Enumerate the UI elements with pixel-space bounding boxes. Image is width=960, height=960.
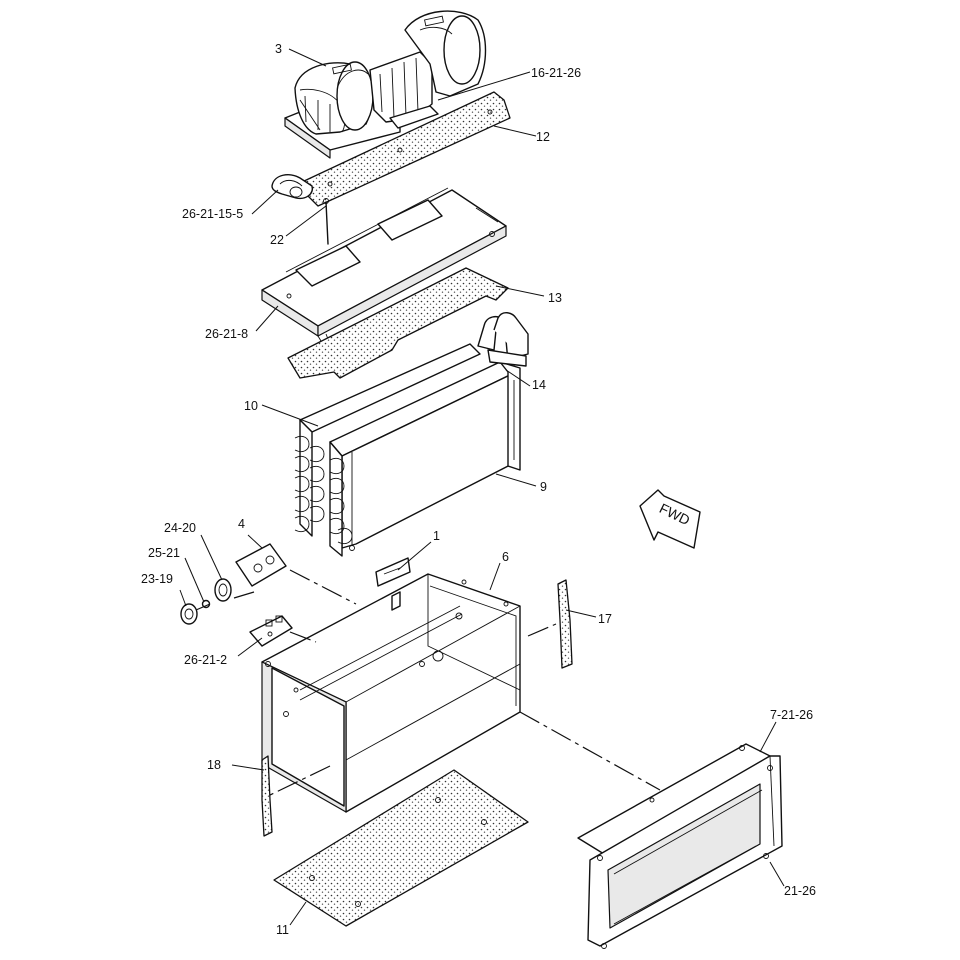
switch-26-21-2 <box>249 615 293 647</box>
control-knobs <box>180 578 232 625</box>
callout-3: 3 <box>275 42 282 56</box>
callout-labels: 3 16-21-26 12 26-21-15-5 22 13 26-21-8 1… <box>141 42 816 937</box>
callout-21-26: 21-26 <box>784 884 816 898</box>
callout-7-21-26: 7-21-26 <box>770 708 813 722</box>
hose-clamp-part <box>271 174 329 245</box>
label-plate-1 <box>375 557 411 587</box>
callout-14: 14 <box>532 378 546 392</box>
callout-26-21-15-5: 26-21-15-5 <box>182 207 243 221</box>
bracket-4 <box>235 543 287 587</box>
callout-16-21-26: 16-21-26 <box>531 66 581 80</box>
callout-17: 17 <box>598 612 612 626</box>
heater-core <box>294 312 529 557</box>
callout-18: 18 <box>207 758 221 772</box>
foam-seal-13 <box>287 267 509 379</box>
callout-24-20: 24-20 <box>164 521 196 535</box>
callout-23-19: 23-19 <box>141 572 173 586</box>
foam-pad-11 <box>273 769 529 927</box>
leader-lines <box>179 48 785 926</box>
callout-1: 1 <box>433 529 440 543</box>
forward-direction-arrow: FWD <box>639 489 701 549</box>
callout-9: 9 <box>540 480 547 494</box>
alignment-lines <box>195 569 661 797</box>
callout-10: 10 <box>244 399 258 413</box>
seal-strip-17 <box>557 579 573 669</box>
callout-11: 11 <box>276 923 289 937</box>
blower-motor-assembly <box>284 10 487 159</box>
callout-13: 13 <box>548 291 562 305</box>
callout-22: 22 <box>270 233 284 247</box>
callout-12: 12 <box>536 130 550 144</box>
cover-plate <box>261 187 507 347</box>
callout-6: 6 <box>502 550 509 564</box>
housing-6 <box>261 573 521 813</box>
callout-4: 4 <box>238 517 245 531</box>
callout-25-21: 25-21 <box>148 546 180 560</box>
seal-strip-18 <box>261 755 273 837</box>
callout-26-21-2: 26-21-2 <box>184 653 227 667</box>
callout-26-21-8: 26-21-8 <box>205 327 248 341</box>
frame-7-21-26 <box>577 743 783 949</box>
